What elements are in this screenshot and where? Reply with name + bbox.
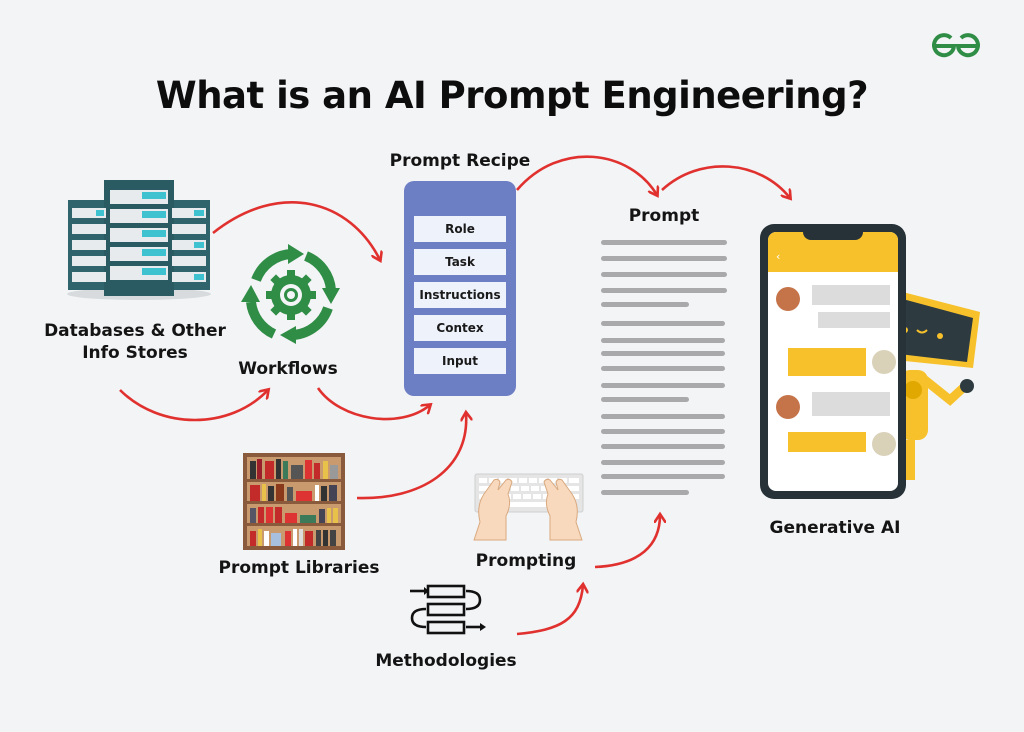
recipe-item-task: Task xyxy=(414,249,506,275)
recipe-item-role: Role xyxy=(414,216,506,242)
chat-bubble-user xyxy=(812,392,890,416)
bookshelf-icon xyxy=(243,453,345,550)
keyboard-hands-icon xyxy=(473,473,584,541)
methodologies-label: Methodologies xyxy=(375,651,517,671)
back-icon: ‹ xyxy=(776,250,781,263)
gear-cycle-icon xyxy=(241,244,340,344)
chat-bubble-ai xyxy=(788,348,866,376)
phone-screen: ‹ xyxy=(768,232,898,491)
robot-avatar xyxy=(872,350,896,374)
recipe-item-instructions: Instructions xyxy=(414,282,506,308)
recipe-item-context: Contex xyxy=(414,315,506,341)
generative-ai-label: Generative AI xyxy=(769,518,901,538)
server-rack-icon xyxy=(67,180,211,300)
prompt-recipe-label: Prompt Recipe xyxy=(389,151,531,171)
phone-notch xyxy=(803,232,863,240)
recipe-item-input: Input xyxy=(414,348,506,374)
phone-chat-robot-icon: ‹ xyxy=(760,224,906,499)
workflows-label: Workflows xyxy=(238,359,338,379)
page-title: What is an AI Prompt Engineering? xyxy=(155,74,869,117)
databases-label: Databases & Other Info Stores xyxy=(30,320,240,364)
prompt-libraries-label: Prompt Libraries xyxy=(218,558,380,578)
prompt-recipe-card: Role Task Instructions Contex Input xyxy=(404,181,516,396)
prompt-label: Prompt xyxy=(628,206,700,226)
geeksforgeeks-logo-icon xyxy=(932,33,980,58)
databases-label-line2: Info Stores xyxy=(82,343,188,363)
chat-bubble-user xyxy=(812,285,890,305)
chat-bubble-user xyxy=(818,312,890,328)
process-flow-icon xyxy=(410,584,486,635)
robot-avatar xyxy=(872,432,896,456)
user-avatar xyxy=(776,395,800,419)
databases-label-line1: Databases & Other xyxy=(44,321,226,341)
user-avatar xyxy=(776,287,800,311)
chat-header: ‹ xyxy=(768,232,898,272)
chat-bubble-ai xyxy=(788,432,866,452)
prompting-label: Prompting xyxy=(475,551,577,571)
robot-icon xyxy=(895,290,980,480)
